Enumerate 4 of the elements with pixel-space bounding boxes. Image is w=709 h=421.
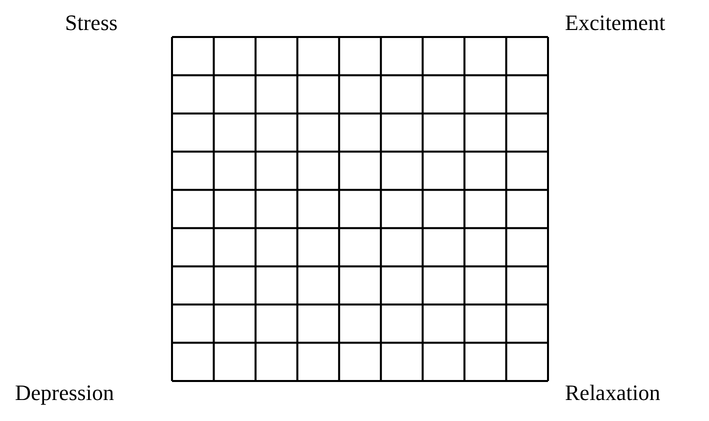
corner-label: Depression bbox=[15, 380, 114, 406]
corner-label: Stress bbox=[65, 10, 118, 36]
corner-label: Relaxation bbox=[565, 380, 660, 406]
corner-label: Excitement bbox=[565, 10, 666, 36]
